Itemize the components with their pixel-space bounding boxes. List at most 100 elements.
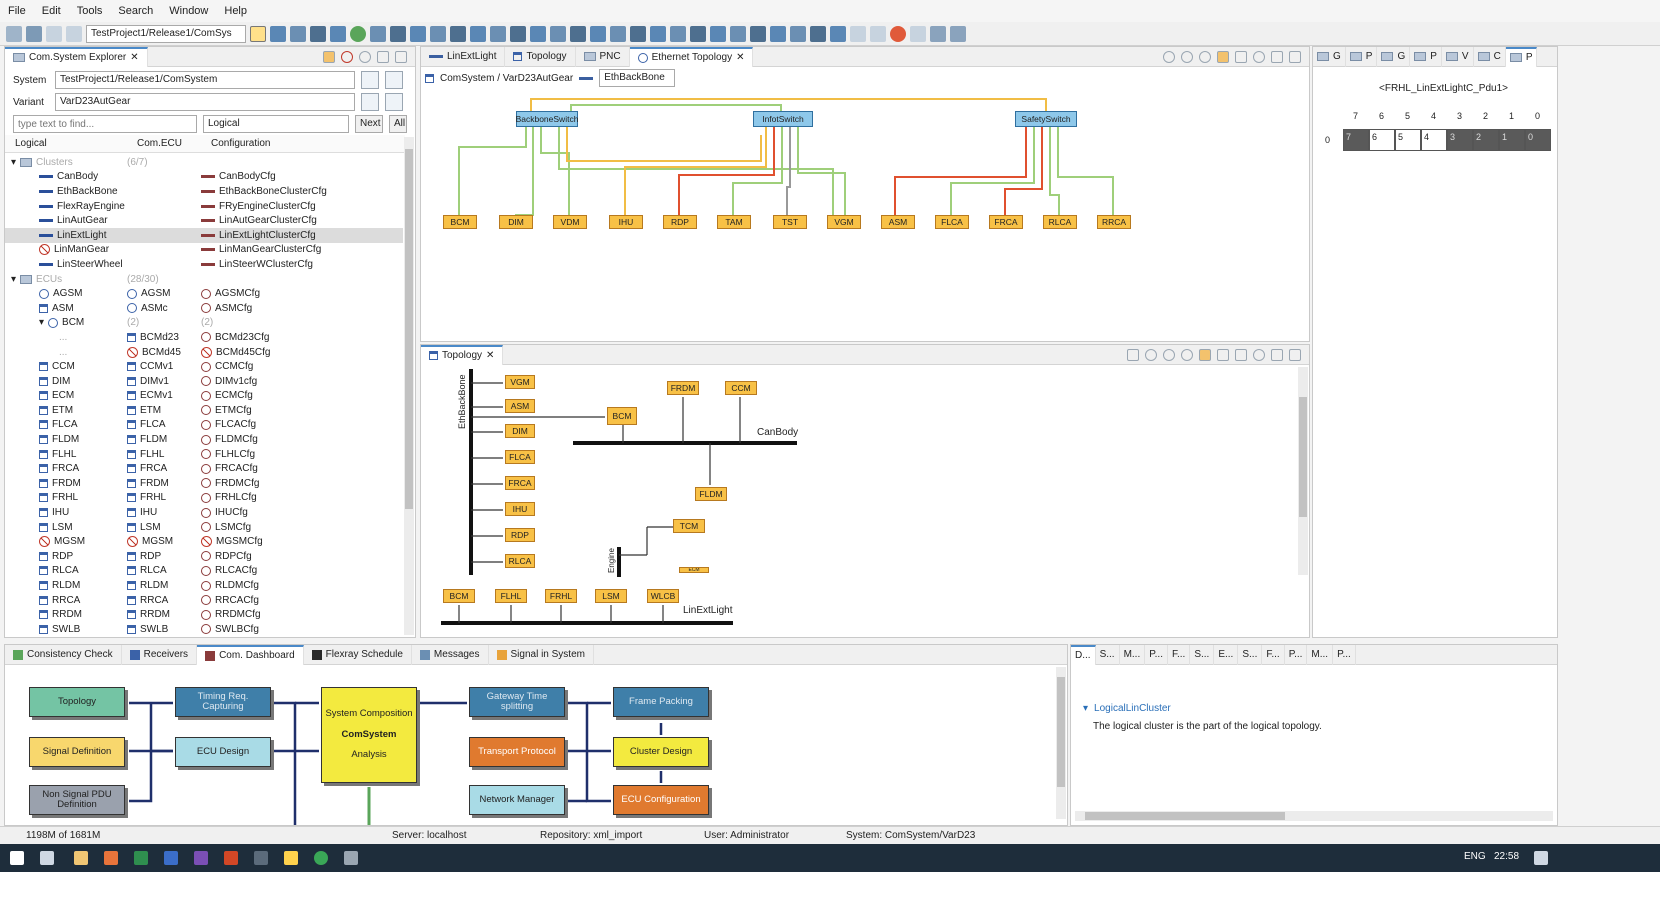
chrome-app-icon[interactable]	[314, 851, 328, 865]
help-icon[interactable]	[1253, 348, 1265, 361]
zoom-out-icon[interactable]	[1145, 348, 1157, 361]
tool-icon[interactable]	[590, 25, 606, 42]
doc-hscrollbar[interactable]	[1075, 811, 1553, 821]
tool-icon[interactable]	[550, 25, 566, 42]
col-configuration[interactable]: Configuration	[211, 138, 271, 149]
scroll-thumb[interactable]	[405, 149, 413, 509]
col-com-ecu[interactable]: Com.ECU	[137, 138, 183, 149]
menu-file[interactable]: File	[8, 5, 26, 17]
find-input[interactable]	[13, 115, 197, 133]
tool-icon[interactable]	[510, 25, 526, 42]
system-edit-button[interactable]	[385, 71, 403, 89]
system-combo[interactable]: TestProject1/Release1/ComSystem	[55, 71, 355, 89]
tool-icon[interactable]	[910, 25, 926, 42]
dashboard-scrollbar[interactable]	[1056, 667, 1066, 819]
backbone-switch[interactable]: BackboneSwitch	[516, 111, 578, 127]
tree-row[interactable]: ▾ECUs(28/30)	[5, 272, 403, 287]
task-view-icon[interactable]	[40, 851, 54, 865]
nav-forward-icon[interactable]	[870, 25, 886, 42]
topo-node-fldm[interactable]: FLDM	[695, 487, 727, 501]
topo-node-rlca[interactable]: RLCA	[505, 554, 535, 568]
tool-icon[interactable]	[370, 25, 386, 42]
tool-icon[interactable]	[530, 25, 546, 42]
onenote-app-icon[interactable]	[194, 851, 208, 865]
next-button[interactable]: Next	[355, 115, 383, 133]
filter-combo[interactable]: Logical	[203, 115, 349, 133]
run-icon[interactable]	[350, 25, 366, 42]
variant-combo[interactable]: VarD23AutGear	[55, 93, 355, 111]
minimize-icon[interactable]	[377, 50, 389, 63]
pdu-tab[interactable]: G	[1313, 46, 1346, 67]
pdu-tab[interactable]: P	[1346, 46, 1378, 67]
eth-ecu-bcm[interactable]: BCM	[443, 215, 477, 229]
eth-ecu-vgm[interactable]: VGM	[827, 215, 861, 229]
app-icon[interactable]	[344, 851, 358, 865]
close-icon[interactable]: ✕	[736, 51, 745, 63]
scroll-thumb[interactable]	[1299, 397, 1307, 517]
cluster-select[interactable]: EthBackBone	[599, 69, 676, 87]
maximize-icon[interactable]	[395, 50, 407, 63]
doc-tab[interactable]: M...	[1120, 644, 1146, 665]
clock[interactable]: 22:58	[1494, 851, 1520, 862]
tab-topology-view[interactable]: Topology✕	[421, 344, 504, 365]
save-icon[interactable]	[46, 25, 62, 42]
help-icon[interactable]	[359, 50, 371, 63]
bottom-tab[interactable]: Signal in System	[489, 644, 594, 665]
topology-scrollbar[interactable]	[1298, 367, 1308, 575]
dash-timing-req[interactable]: Timing Req. Capturing	[175, 687, 271, 717]
bottom-tab[interactable]: Messages	[412, 644, 489, 665]
tool-icon[interactable]	[790, 25, 806, 42]
minimize-icon[interactable]	[1271, 50, 1283, 63]
doc-tab[interactable]: S...	[1096, 644, 1120, 665]
tool-icon[interactable]	[670, 25, 686, 42]
language-indicator[interactable]: ENG	[1464, 851, 1486, 862]
eth-ecu-flca[interactable]: FLCA	[935, 215, 969, 229]
bottom-tab[interactable]: Com. Dashboard	[197, 644, 304, 665]
pdu-tab[interactable]: C	[1474, 46, 1506, 67]
collapse-icon[interactable]: ▾	[11, 156, 17, 168]
all-button[interactable]: All	[389, 115, 407, 133]
help-icon[interactable]	[1253, 50, 1265, 63]
bottom-tab[interactable]: Consistency Check	[5, 644, 122, 665]
tool-icon[interactable]	[310, 25, 326, 42]
tree-row[interactable]: ▾Clusters(6/7)	[5, 155, 403, 170]
windows-start-icon[interactable]	[10, 851, 24, 865]
export-icon[interactable]	[1235, 50, 1247, 63]
scroll-thumb[interactable]	[1085, 812, 1285, 820]
tool-icon[interactable]	[770, 25, 786, 42]
tab-com-system-explorer[interactable]: Com.System Explorer ✕	[5, 46, 148, 67]
variant-edit-button[interactable]	[385, 93, 403, 111]
infot-switch[interactable]: InfotSwitch	[753, 111, 813, 127]
zoom-in-icon[interactable]	[1163, 348, 1175, 361]
tool-icon[interactable]	[430, 25, 446, 42]
layout-icon[interactable]	[1199, 348, 1211, 361]
zoom-fit-icon[interactable]	[1199, 50, 1211, 63]
dash-signal-definition[interactable]: Signal Definition	[29, 737, 125, 767]
close-icon[interactable]: ✕	[486, 349, 495, 361]
eth-ecu-asm[interactable]: ASM	[881, 215, 915, 229]
topo-node-frca[interactable]: FRCA	[505, 476, 535, 490]
zoom-out-icon[interactable]	[1163, 50, 1175, 63]
outlook-app-icon[interactable]	[164, 851, 178, 865]
col-logical[interactable]: Logical	[15, 138, 47, 149]
tool-icon[interactable]	[750, 25, 766, 42]
topo-node-ihu[interactable]: IHU	[505, 502, 535, 516]
dash-ecu-design[interactable]: ECU Design	[175, 737, 271, 767]
collapse-icon[interactable]: ▾	[39, 317, 45, 329]
dash-system-composition[interactable]: System Composition ComSystem Analysis	[321, 687, 417, 783]
topo-node-can-bcm[interactable]: BCM	[607, 407, 637, 425]
tool-icon[interactable]	[690, 25, 706, 42]
